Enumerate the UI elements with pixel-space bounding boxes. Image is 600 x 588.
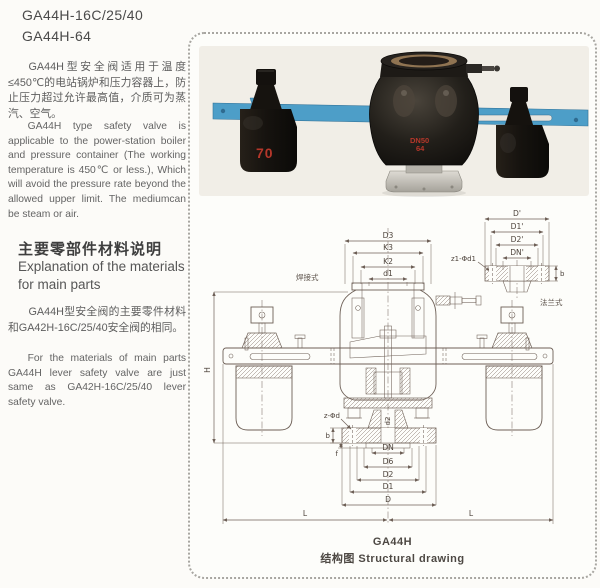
left-hanger	[241, 306, 283, 351]
right-weight-drawing	[485, 365, 543, 431]
dim-D: D	[385, 495, 391, 504]
drain-fitting	[435, 292, 482, 309]
intro-paragraph-en: GA44H type safety valve is applicable to…	[8, 121, 186, 220]
catalog-panel: 70 DN50 64	[188, 32, 597, 579]
length-dimensions: L L	[222, 364, 554, 524]
materials-heading-zh: 主要零部件材料说明	[18, 241, 163, 258]
valve-size-label: DN50	[410, 136, 429, 145]
dim-z1-phi-d1: z1-Φd1	[451, 255, 476, 263]
dim-b: b	[326, 432, 331, 440]
dim-D1-prime: D1'	[511, 222, 524, 231]
dim-D3: D3	[383, 231, 394, 240]
flange-detail-view: D' D1' D2' DN' z1-Φd1 b 法兰式	[451, 209, 565, 307]
dim-d1: d1	[383, 269, 393, 278]
dim-d2: d2	[384, 417, 392, 426]
lever-arm	[222, 334, 554, 365]
inlet-neck: d2	[367, 409, 409, 429]
dim-L-left: L	[303, 509, 308, 518]
dim-D1-lower: D1	[383, 482, 394, 491]
dim-z-phi-d: z-Φd	[324, 412, 340, 420]
right-hanger	[491, 306, 533, 351]
model-line-1: GA44H-16C/25/40	[22, 7, 144, 23]
dim-K3: K3	[383, 243, 393, 252]
drawing-caption-model: GA44H	[372, 536, 413, 548]
materials-paragraph-zh: GA44H型安全阀的主要零件材料和GA42H-16C/25/40安全阀的相同。	[8, 306, 186, 334]
right-weight	[496, 87, 549, 178]
dim-L-right: L	[469, 509, 474, 518]
dim-D-prime: D'	[513, 209, 521, 218]
intro-paragraph-zh: GA44H型安全阀适用于温度≤450℃的电站锅炉和压力容器上，防止压力超过允许最…	[8, 61, 186, 120]
materials-heading-en: Explanation of the materials for main pa…	[18, 259, 185, 292]
left-weight-drawing	[235, 365, 293, 431]
valve-body-photo: DN50 64	[369, 51, 500, 197]
dim-D2-lower: D2	[383, 470, 394, 479]
bottom-dimension-chain: DN D6 D2 D1 D	[341, 443, 437, 507]
left-weight: 70	[240, 69, 297, 172]
model-line-2: GA44H-64	[22, 28, 92, 44]
inlet-flange: z-Φd b f	[324, 412, 437, 458]
dim-K2: K2	[383, 257, 393, 266]
valve-rating-label: 64	[416, 144, 425, 153]
drawing-caption-text: 结构图 Structural drawing	[320, 553, 465, 565]
page-title: GA44H-16C/25/40 GA44H-64	[22, 5, 143, 47]
valve-body-outline	[339, 282, 437, 419]
dim-D2-prime: D2'	[511, 235, 524, 244]
side-fitting	[466, 64, 500, 73]
dim-DN-prime: DN'	[510, 248, 524, 257]
dim-D6: D6	[383, 457, 394, 466]
dim-b-prime: b	[560, 270, 565, 278]
height-dimension: H	[203, 291, 348, 444]
dim-f: f	[336, 450, 339, 458]
drawing-caption: GA44H 结构图 Structural drawing	[190, 536, 595, 566]
materials-paragraph-en: For the materials of main parts GA44H le…	[8, 353, 186, 408]
top-dimension-chain: D3 K3 K2 d1 焊接式	[296, 231, 432, 286]
dim-H: H	[203, 367, 212, 373]
connection-type-label-weld: 焊接式	[296, 272, 319, 282]
product-photo: 70 DN50 64	[199, 46, 589, 197]
dim-DN: DN	[382, 443, 394, 452]
structural-drawing: D3 K3 K2 d1 焊接式	[203, 209, 565, 524]
connection-type-label-flange: 法兰式	[540, 297, 563, 307]
weight-value-label: 70	[256, 145, 274, 161]
